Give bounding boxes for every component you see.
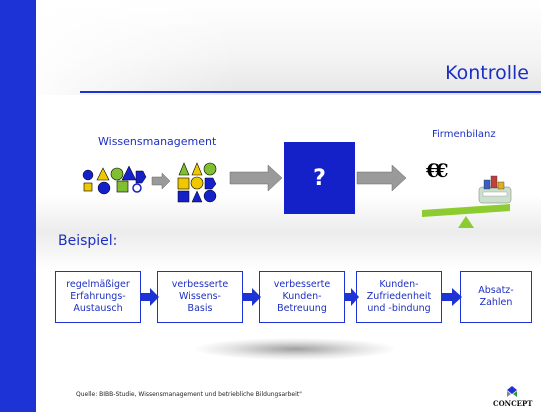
- header-highlight: [36, 0, 541, 95]
- step-wissensbasis: verbesserte Wissens- Basis: [157, 271, 243, 323]
- left-accent-bar: [0, 0, 36, 412]
- title-underline: [80, 91, 541, 93]
- label-firmenbilanz: Firmenbilanz: [432, 129, 496, 140]
- ordered-shapes-icon: [177, 162, 217, 203]
- slide-title: Kontrolle: [445, 62, 529, 84]
- arrow-to-question: [229, 164, 283, 192]
- unordered-shapes-icon: [82, 165, 147, 195]
- process-diagram: [82, 162, 512, 228]
- step-arrow-3: [345, 288, 359, 306]
- question-mark: ?: [313, 165, 326, 191]
- floor-shadow: [195, 338, 395, 360]
- balance-scale-icon: [422, 175, 512, 228]
- beispiel-heading: Beispiel:: [58, 233, 118, 249]
- step-kundenzufriedenheit: Kunden- Zufriedenheit und -bindung: [356, 271, 442, 323]
- step-arrow-1: [141, 288, 159, 306]
- concept-logo-icon: [507, 386, 517, 397]
- step-arrow-4: [442, 288, 462, 306]
- step-arrow-2: [243, 288, 261, 306]
- step-kundenbetreuung: verbesserte Kunden- Betreuung: [259, 271, 345, 323]
- step-arrows: [141, 288, 462, 306]
- step-absatzzahlen: Absatz- Zahlen: [460, 271, 532, 323]
- arrow-to-firmenbilanz: [356, 164, 407, 192]
- question-box: [284, 142, 355, 214]
- label-wissensmanagement: Wissensmanagement: [98, 135, 217, 148]
- concept-logo-text: CONCEPT: [493, 399, 533, 408]
- euro-symbols: €€: [426, 160, 449, 182]
- step-erfahrungsaustausch: regelmäßiger Erfahrungs- Austausch: [55, 271, 141, 323]
- arrow-small: [151, 172, 171, 190]
- source-note: Quelle: BIBB-Studie, Wissensmanagement u…: [76, 391, 302, 398]
